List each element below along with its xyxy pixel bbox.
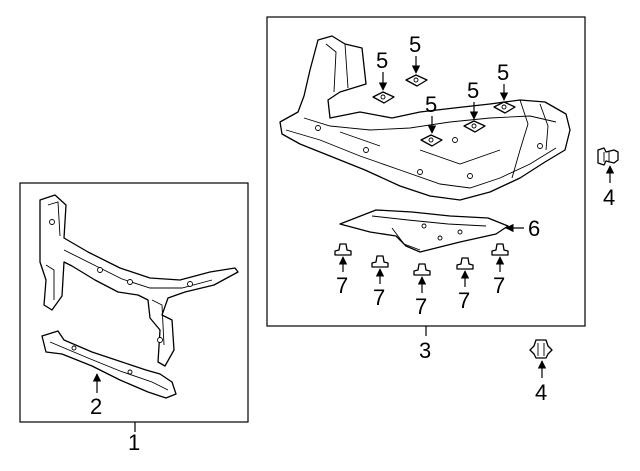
callout-7a: 7 xyxy=(336,273,348,298)
callout-6: 6 xyxy=(528,216,540,241)
callout-5d: 5 xyxy=(467,78,479,103)
callout-7c: 7 xyxy=(415,294,427,319)
bolt-4b xyxy=(529,339,553,359)
splash-shield xyxy=(279,35,571,201)
callout-4b: 4 xyxy=(535,380,547,405)
callout-1: 1 xyxy=(128,430,140,455)
clip-5a xyxy=(372,91,395,104)
fastener-7a xyxy=(334,243,352,256)
clip-5b xyxy=(405,74,428,87)
fastener-7b xyxy=(371,255,389,268)
callout-4a: 4 xyxy=(603,185,615,210)
callout-5c: 5 xyxy=(425,92,437,117)
callout-2: 2 xyxy=(90,394,102,419)
callout-5b: 5 xyxy=(409,32,421,57)
fastener-7c xyxy=(413,263,431,276)
radiator-support xyxy=(39,194,239,367)
fastener-7d xyxy=(456,257,474,270)
callout-7e: 7 xyxy=(493,273,505,298)
callout-7b: 7 xyxy=(373,285,385,310)
callout-5e: 5 xyxy=(497,60,509,85)
bolt-4a xyxy=(597,147,619,166)
fastener-7e xyxy=(491,243,509,256)
clip-5e xyxy=(493,101,516,114)
assembly-frame-1 xyxy=(19,182,249,423)
under-cover xyxy=(339,209,509,253)
callout-3: 3 xyxy=(419,338,431,363)
clip-5d xyxy=(463,120,486,133)
clip-5c xyxy=(420,134,443,147)
callout-5a: 5 xyxy=(376,48,388,73)
callout-7d: 7 xyxy=(458,288,470,313)
lower-bracket xyxy=(41,330,177,399)
